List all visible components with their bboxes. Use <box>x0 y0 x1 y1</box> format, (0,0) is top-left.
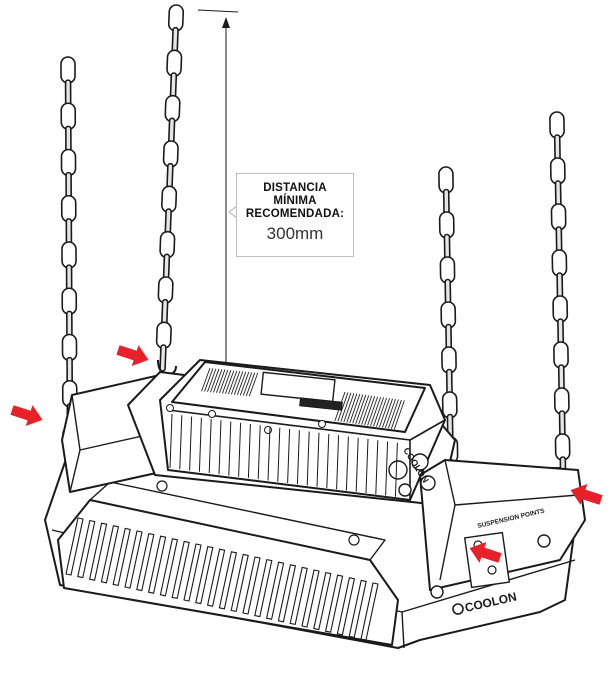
heatsink-fin <box>88 522 108 581</box>
heatsink-fin <box>65 517 84 576</box>
driver-fin <box>355 437 359 492</box>
grid-patch <box>334 391 405 430</box>
driver-fin <box>316 432 320 487</box>
heatsink-fin <box>277 564 297 623</box>
heatsink-fin <box>147 535 167 594</box>
suspension-arrow-icon <box>116 345 149 367</box>
driver-fin <box>208 418 212 474</box>
heatsink-fin <box>206 548 226 607</box>
driver-fin <box>365 438 369 494</box>
suspension-arrows <box>10 345 603 563</box>
driver-fin <box>198 417 202 472</box>
driver-fin <box>287 428 291 484</box>
driver-fin <box>218 420 222 475</box>
heatsink-fin <box>265 561 285 620</box>
driver-fin <box>345 436 349 491</box>
heatsink-fin <box>230 553 249 613</box>
driver-fin <box>257 425 261 480</box>
callout-value: 300mm <box>266 224 324 243</box>
callout-line-1: DISTANCIA <box>263 182 327 194</box>
heatsink-fin <box>124 530 143 589</box>
heatsink-fin <box>159 538 179 597</box>
dimension-line <box>197 9 239 392</box>
heatsink-fin <box>218 551 238 610</box>
driver-top-grid <box>201 367 405 430</box>
heatsink-fin <box>324 574 344 633</box>
driver-fin <box>306 431 310 486</box>
heatsink-fin <box>360 582 379 641</box>
heatsink-fin <box>195 545 214 605</box>
suspension-arrow-icon <box>570 483 603 505</box>
grid-patch <box>201 367 259 397</box>
driver-fin <box>385 441 389 496</box>
suspension-arrow-icon <box>10 405 43 427</box>
heatsink-fin <box>254 558 273 618</box>
driver-fin <box>169 413 173 469</box>
mounting-plate <box>464 531 510 589</box>
heatsink-fin <box>348 579 367 639</box>
heatsink-fin <box>289 566 308 626</box>
heatsink-fin <box>301 569 320 628</box>
driver-fin <box>296 430 300 485</box>
heatsink-fin <box>183 543 202 602</box>
heatsink-fin <box>242 556 261 615</box>
driver-fin <box>267 426 271 481</box>
chain-back-left <box>155 4 185 372</box>
distance-callout: DISTANCIA MÍNIMA RECOMENDADA: 300mm <box>236 173 354 257</box>
driver-fin <box>375 440 379 495</box>
heatsink-fin <box>77 519 96 579</box>
heatsink-fin <box>171 540 190 600</box>
suspension-arrow-icon <box>469 541 502 563</box>
driver-fin <box>189 416 193 471</box>
driver-fin <box>228 421 232 476</box>
heatsink-fin <box>112 527 131 587</box>
heatsink-fin <box>336 577 356 636</box>
callout-line-2: MÍNIMA <box>273 195 317 207</box>
heatsink-fin <box>100 525 120 584</box>
callout-pointer-inner <box>230 207 237 217</box>
driver-fin <box>394 442 398 497</box>
driver-fins <box>169 413 398 497</box>
heatsink-fin <box>136 532 155 592</box>
driver-fin <box>238 422 242 477</box>
driver-fin <box>326 433 330 489</box>
driver-fin <box>247 423 251 479</box>
heatsink-fins <box>65 517 379 641</box>
dimension-arrow-icon <box>222 17 230 28</box>
heatsink-fin <box>313 571 332 631</box>
driver-fin <box>179 415 183 470</box>
driver-fin <box>336 435 340 490</box>
callout-line-3: RECOMENDADA: <box>245 208 345 220</box>
chain-back-right <box>549 111 571 484</box>
driver-fin <box>277 427 281 482</box>
